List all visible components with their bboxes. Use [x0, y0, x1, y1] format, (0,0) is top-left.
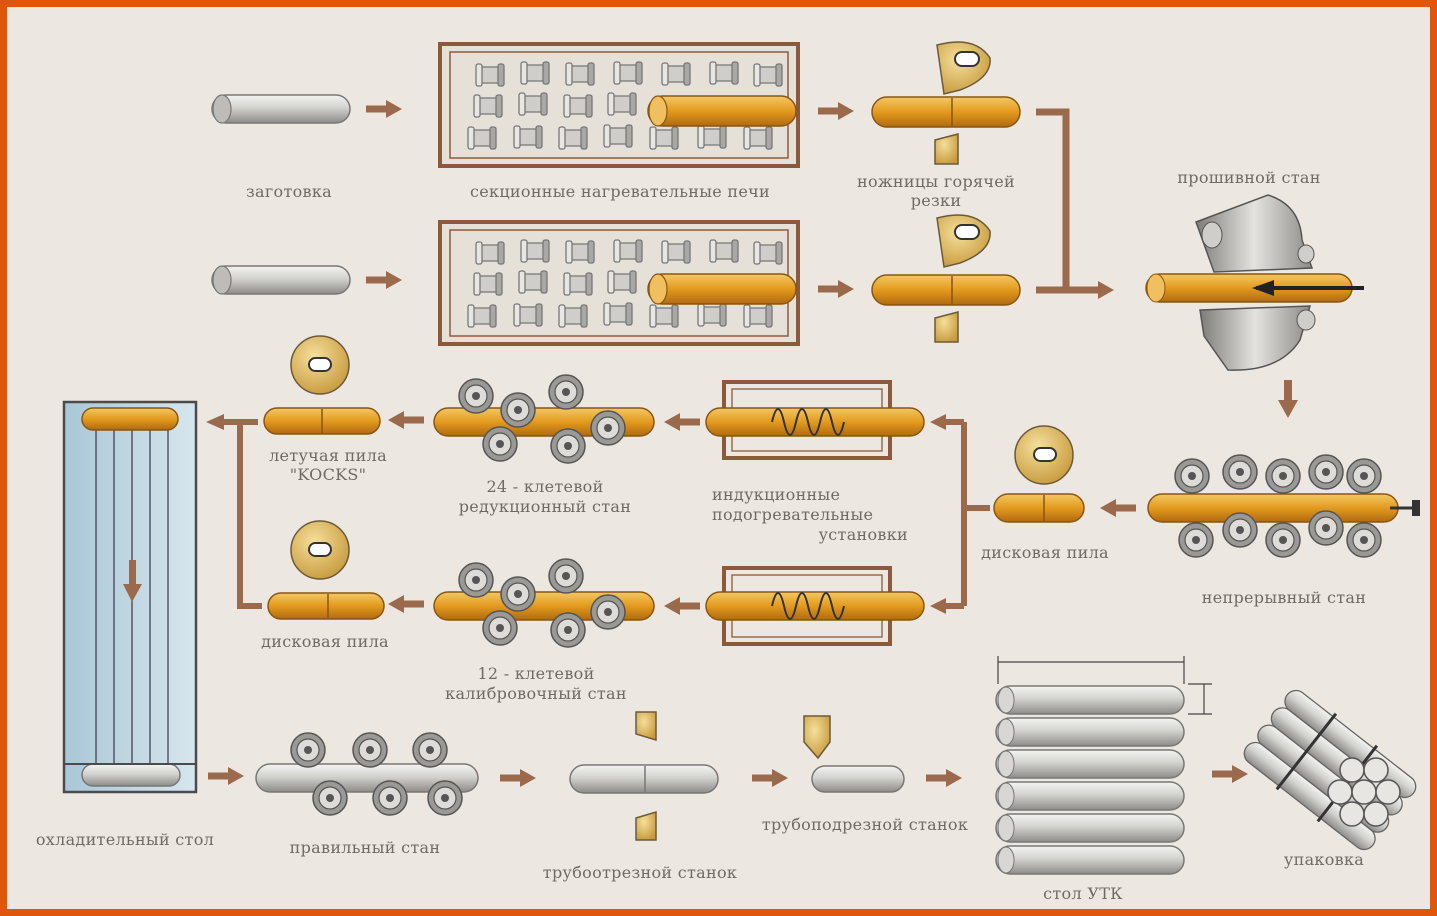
induction-heater-1 — [706, 382, 924, 458]
arrow-left-icon — [388, 411, 424, 429]
straightening-mill — [256, 733, 478, 815]
merge-connector — [1036, 112, 1114, 299]
reducing-mill — [434, 375, 654, 463]
label-hot-shears-line2: резки — [840, 191, 1032, 210]
arrow-icon — [1212, 765, 1248, 783]
arrow-icon — [500, 769, 536, 787]
arrow-icon — [818, 102, 854, 120]
billet-1 — [212, 95, 350, 123]
label-billet: заготовка — [226, 182, 352, 201]
label-utk-table: стол УТК — [1022, 884, 1144, 903]
hot-shears-1 — [872, 42, 1020, 164]
arrow-icon — [752, 769, 788, 787]
pipe-bundle — [1237, 683, 1422, 857]
arrow-icon — [818, 280, 854, 298]
pipe-cutting-machine — [570, 712, 718, 840]
split-connector — [930, 414, 990, 614]
arrow-icon — [926, 769, 962, 787]
furnace-1 — [440, 44, 798, 166]
furnace-2 — [440, 222, 798, 344]
label-sizing-mill-line1: 12 - клетевой — [420, 664, 652, 683]
label-hot-shears-line1: ножницы горячей — [840, 172, 1032, 191]
arrow-left-icon — [664, 413, 700, 431]
label-induction-line2: подогревательные — [712, 505, 912, 524]
label-reducing-mill-line2: редукционный стан — [440, 497, 650, 516]
arrow-left-icon — [664, 597, 700, 615]
label-straightening-mill: правильный стан — [262, 838, 468, 857]
continuous-mill — [1148, 455, 1420, 557]
hot-shears-2 — [872, 215, 1020, 342]
label-flying-saw-line1: летучая пила — [250, 446, 406, 465]
utk-table — [996, 656, 1212, 874]
label-packing: упаковка — [1262, 850, 1386, 869]
label-pipe-cutting: трубоотрезной станок — [520, 863, 760, 882]
label-flying-saw-line2: "KOCKS" — [250, 465, 406, 484]
label-reducing-mill-line1: 24 - клетевой — [440, 477, 650, 496]
billet-2 — [212, 266, 350, 294]
arrow-down-icon — [1278, 380, 1298, 418]
induction-heater-2 — [706, 568, 924, 644]
arrow-icon — [208, 767, 244, 785]
label-pipe-trimming: трубоподрезной станок — [740, 815, 990, 834]
label-induction-line1: индукционные — [712, 485, 886, 504]
arrow-left-icon — [388, 595, 424, 613]
label-disc-saw-right: дисковая пила — [960, 543, 1130, 562]
disc-saw-right — [994, 426, 1084, 522]
flying-saw — [264, 336, 380, 434]
join-connector — [206, 414, 262, 606]
piercing-mill — [1146, 195, 1364, 370]
arrow-left-icon — [1100, 499, 1136, 517]
label-continuous-mill: непрерывный стан — [1178, 588, 1390, 607]
disc-saw-left — [268, 521, 384, 619]
label-sizing-mill-line2: калибровочный стан — [420, 684, 652, 703]
label-induction-line3: установки — [712, 525, 908, 544]
label-furnaces: секционные нагревательные печи — [440, 182, 800, 201]
pipe-trimming-machine — [804, 716, 904, 792]
sizing-mill — [434, 559, 654, 647]
label-cooling-table: охладительный стол — [16, 830, 234, 849]
arrow-icon — [366, 100, 402, 118]
arrow-icon — [366, 271, 402, 289]
cooling-table — [64, 402, 196, 792]
label-piercing-mill: прошивной стан — [1158, 168, 1340, 187]
label-disc-saw-left: дисковая пила — [244, 632, 406, 651]
